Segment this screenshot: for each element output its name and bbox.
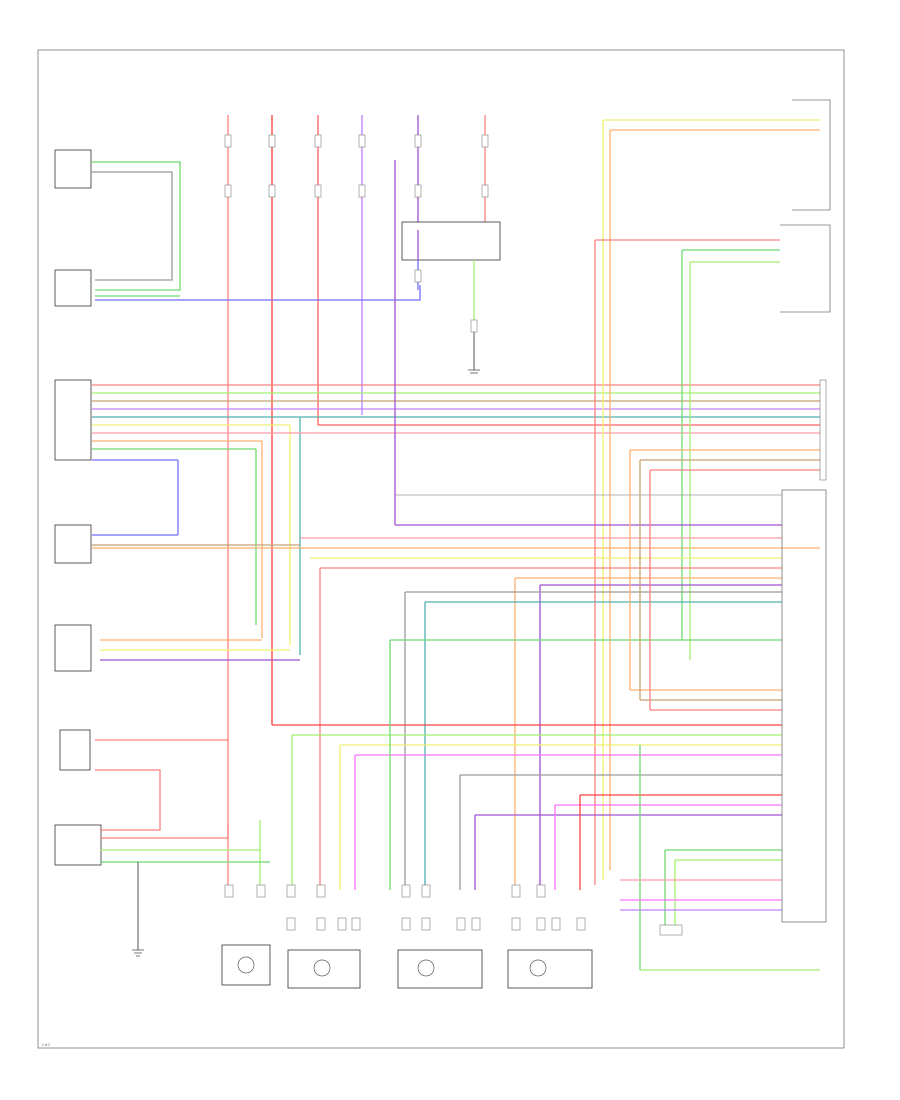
component-sensor-top-left xyxy=(54,149,92,189)
ac-pressure-switch xyxy=(401,221,501,261)
component-actuator-3 xyxy=(397,949,483,989)
component-hvac-control-module xyxy=(781,489,827,923)
right-modules xyxy=(780,99,831,923)
wires-top-left-sensor xyxy=(91,161,421,301)
bottom-components xyxy=(221,884,683,989)
component-temperature-sensor xyxy=(54,524,92,564)
component-relay-module xyxy=(54,824,102,866)
ground-symbols xyxy=(132,369,480,957)
diagram-border xyxy=(37,49,845,1049)
fuse-labels-top xyxy=(166,75,196,125)
fuse-connectors xyxy=(224,134,489,198)
right-harness xyxy=(272,119,820,971)
ac-switch-wiring xyxy=(414,230,478,370)
connector-small-bottom xyxy=(659,924,683,936)
component-pressure-sensor xyxy=(54,624,92,672)
component-traction-control-module xyxy=(54,269,92,307)
left-sensor-wires xyxy=(91,544,300,950)
component-body-control-module-left xyxy=(54,379,92,461)
footer-code: 1 of 2 xyxy=(42,1043,50,1047)
horizontal-bus xyxy=(92,384,820,655)
component-actuator-4 xyxy=(507,949,593,989)
component-switch-left xyxy=(59,729,91,771)
fuse-label-1 xyxy=(166,75,196,125)
component-actuator-1 xyxy=(221,944,271,986)
component-actuator-2 xyxy=(287,949,361,989)
power-feeds xyxy=(227,115,486,890)
